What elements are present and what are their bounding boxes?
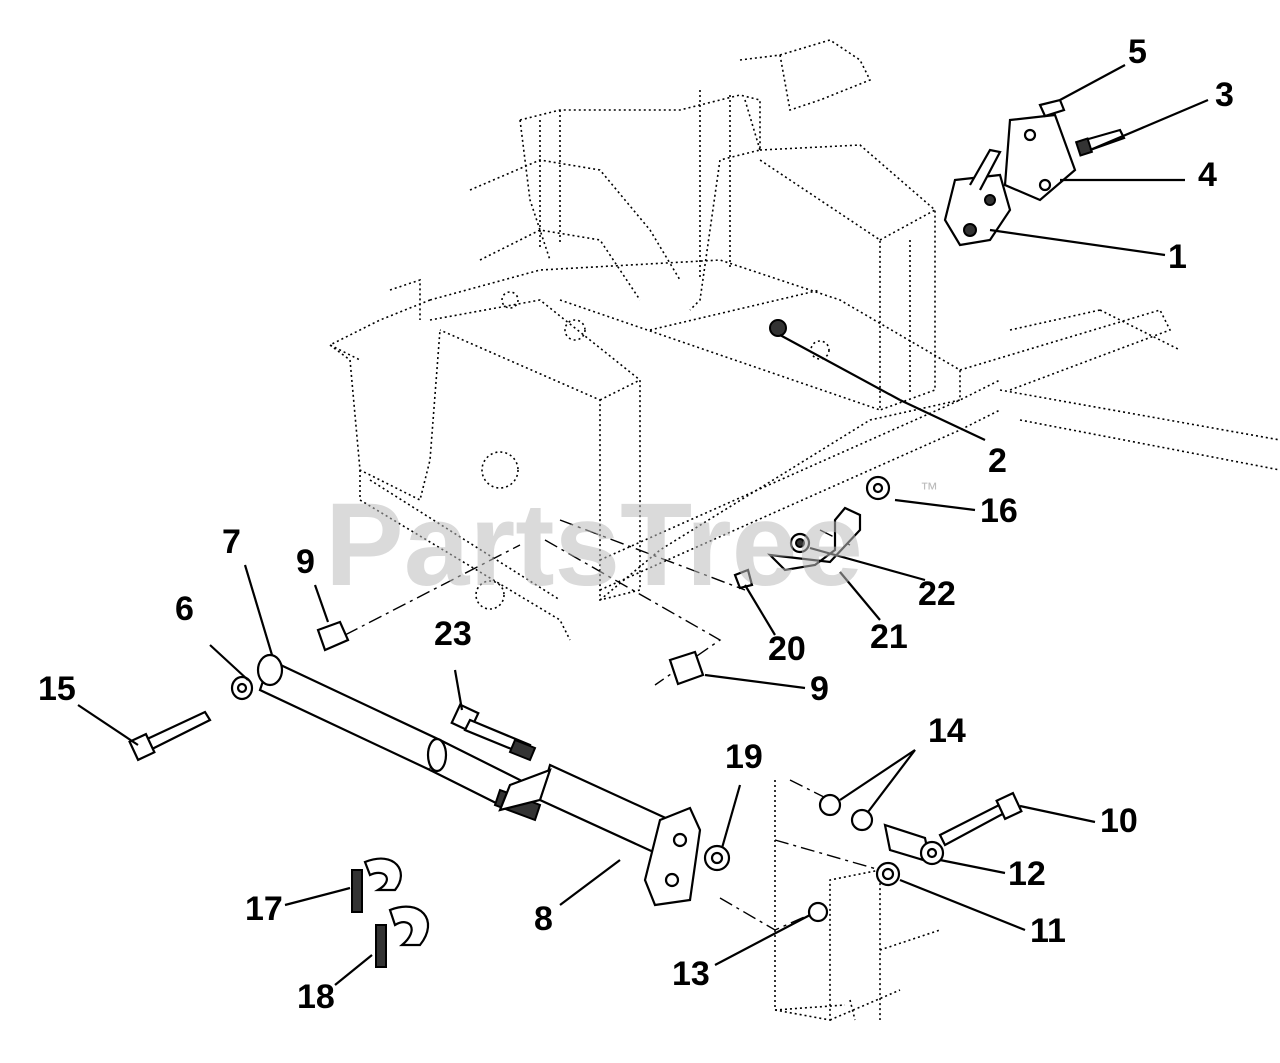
part-washer-11 bbox=[875, 861, 901, 887]
callout-9b: 9 bbox=[810, 670, 829, 708]
callout-17: 17 bbox=[245, 890, 283, 928]
callout-7: 7 bbox=[222, 523, 241, 561]
part-bracket-plate bbox=[1003, 113, 1077, 202]
callout-18: 18 bbox=[297, 978, 335, 1016]
part-washer-6 bbox=[230, 675, 254, 701]
part-washer-20 bbox=[733, 568, 754, 590]
watermark: PartsTree ™ bbox=[325, 479, 938, 611]
callout-15: 15 bbox=[38, 670, 76, 708]
part-bolt-10 bbox=[938, 791, 1023, 847]
callout-9a: 9 bbox=[296, 543, 315, 581]
watermark-text: PartsTree bbox=[325, 479, 863, 611]
callout-8: 8 bbox=[534, 900, 553, 938]
callout-10: 10 bbox=[1100, 802, 1138, 840]
part-nut-13 bbox=[807, 901, 829, 923]
callout-21: 21 bbox=[870, 618, 908, 656]
part-bolt-23 bbox=[450, 703, 537, 762]
callout-20: 20 bbox=[768, 630, 806, 668]
part-bolt-3 bbox=[1074, 128, 1126, 157]
part-nut-14 bbox=[818, 793, 874, 832]
part-rod-8 bbox=[498, 763, 702, 907]
callout-13: 13 bbox=[672, 955, 710, 993]
part-spring-2 bbox=[769, 319, 901, 401]
callout-labels: 1 2 3 4 5 6 7 8 9 9 10 11 12 13 14 15 16… bbox=[38, 33, 1234, 1016]
part-nut-19 bbox=[703, 844, 731, 872]
callout-16: 16 bbox=[980, 492, 1018, 530]
callout-14: 14 bbox=[928, 712, 966, 750]
part-bushing-9b bbox=[668, 650, 705, 686]
part-rod-end-12 bbox=[883, 823, 945, 866]
callout-6: 6 bbox=[175, 590, 194, 628]
part-clip-18 bbox=[375, 905, 430, 968]
callout-22: 22 bbox=[918, 575, 956, 613]
part-valve bbox=[943, 148, 1012, 247]
part-bracket-21 bbox=[766, 506, 862, 572]
watermark-tm: ™ bbox=[920, 479, 938, 499]
callout-11: 11 bbox=[1030, 912, 1066, 950]
part-nut-16 bbox=[865, 475, 891, 501]
part-bolt-5 bbox=[1038, 98, 1066, 118]
callout-2: 2 bbox=[988, 442, 1007, 480]
leader-lines bbox=[77, 64, 1209, 986]
part-bolt-15 bbox=[128, 710, 212, 762]
callout-23: 23 bbox=[434, 615, 472, 653]
part-cylinder-7 bbox=[256, 653, 542, 822]
part-clip-17 bbox=[351, 857, 402, 913]
callout-1: 1 bbox=[1168, 238, 1187, 276]
callout-12: 12 bbox=[1008, 855, 1046, 893]
callout-5: 5 bbox=[1128, 33, 1147, 71]
part-bearing-22 bbox=[789, 532, 811, 554]
part-bushing-9a bbox=[316, 620, 350, 652]
callout-4: 4 bbox=[1198, 156, 1217, 194]
callout-3: 3 bbox=[1215, 76, 1234, 114]
frame-line-art bbox=[328, 39, 1280, 1021]
callout-19: 19 bbox=[725, 738, 763, 776]
